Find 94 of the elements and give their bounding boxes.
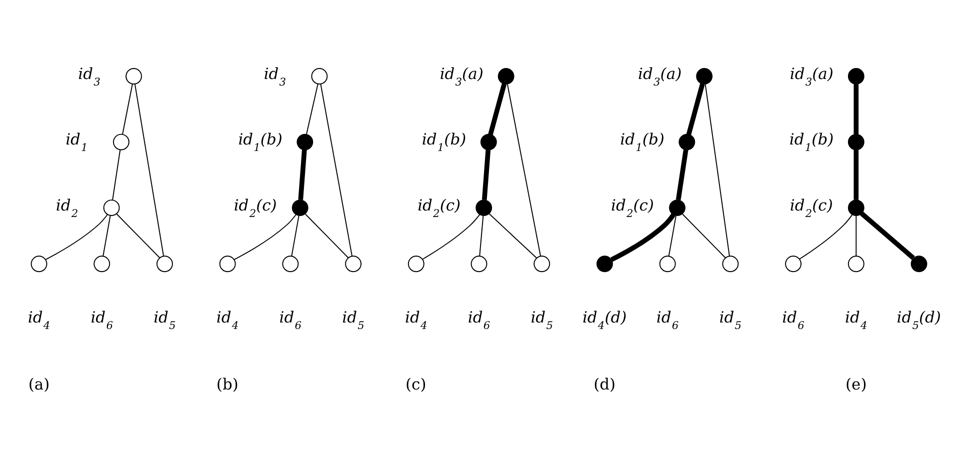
node-label: id$_{5}$ (154, 308, 176, 332)
connector (304, 214, 349, 258)
label: (a) (28, 375, 50, 394)
label: (c) (406, 375, 426, 394)
node-label: id$_{6}$ (468, 308, 490, 332)
connector (704, 84, 730, 256)
node-label: id$_{2}$(c) (234, 196, 277, 220)
node-circle (30, 256, 48, 272)
node-dot (480, 134, 497, 150)
connector (102, 215, 111, 256)
connector (134, 84, 164, 256)
node-circle (785, 256, 802, 272)
node-label: id$_{2}$ (56, 196, 78, 220)
connector (488, 213, 538, 259)
node-dot (696, 68, 713, 84)
node-label: id$_{3}$(a) (790, 64, 834, 88)
node-dot (848, 200, 864, 216)
node-dot (498, 68, 514, 84)
node-label: id$_{5}$(d) (896, 308, 941, 332)
connector (488, 83, 507, 136)
node-label: id$_{6}$ (656, 308, 679, 332)
node-circle (408, 256, 424, 272)
node-circle (534, 256, 550, 272)
connector (686, 83, 705, 136)
connector (482, 150, 491, 200)
connector (45, 214, 108, 260)
connector (122, 84, 133, 135)
node-dot (476, 200, 492, 216)
connector (291, 215, 300, 256)
node-circle (126, 68, 142, 84)
node-circle (722, 256, 739, 272)
connector (422, 214, 480, 260)
node-dot (296, 134, 314, 150)
node-circle (112, 134, 130, 150)
node-label: id$_{2}$(c) (611, 196, 654, 220)
node-label: id$_{5}$ (342, 308, 364, 332)
node-label: id$_{4}$ (28, 308, 50, 332)
node-dot (596, 256, 613, 272)
node-label: id$_{1}$(b) (789, 130, 834, 154)
node-label: id$_{4}$(d) (582, 308, 627, 332)
node-label: id$_{1}$(b) (620, 130, 664, 154)
connector (320, 84, 352, 256)
connector (116, 214, 160, 258)
label: (e) (846, 375, 867, 394)
connector (506, 84, 542, 257)
connector (682, 214, 726, 258)
node-label: id$_{2}$(c) (790, 196, 833, 220)
connector (668, 215, 676, 256)
node-label: id$_{6}$ (90, 308, 113, 332)
connector (854, 84, 859, 134)
connector (854, 150, 859, 200)
node-dot (848, 134, 864, 150)
node-label: id$_{1}$(b) (238, 130, 282, 154)
connector (856, 215, 857, 256)
connector (234, 214, 296, 260)
node-label: id$_{4}$ (405, 308, 428, 332)
connector (306, 84, 318, 135)
node-label: id$_{3}$ (78, 64, 100, 88)
node-circle (470, 256, 488, 272)
node-label: id$_{1}$ (66, 130, 88, 154)
node-label: id$_{2}$(c) (418, 196, 461, 220)
node-label: id$_{5}$ (530, 308, 553, 332)
connector (799, 214, 853, 260)
connector (610, 213, 676, 262)
connector (112, 149, 121, 200)
node-circle (659, 256, 676, 272)
node-label: id$_{1}$(b) (422, 130, 466, 154)
node-label: id$_{4}$ (216, 308, 239, 332)
connector (479, 215, 484, 256)
connector (860, 212, 915, 260)
node-dot (669, 200, 686, 216)
connector (298, 150, 307, 200)
node-circle (94, 256, 110, 272)
node-label: id$_{5}$ (719, 308, 742, 332)
node-dot (848, 68, 864, 84)
node-circle (848, 256, 864, 272)
node-circle (103, 200, 120, 216)
label: (b) (216, 375, 238, 394)
connector (676, 149, 688, 200)
node-circle (219, 256, 236, 272)
node-dot (910, 256, 928, 272)
node-label: id$_{6}$ (279, 308, 302, 332)
node-dot (678, 134, 696, 150)
node-label: id$_{3}$(a) (440, 64, 484, 88)
node-circle (311, 68, 328, 84)
node-circle (345, 256, 362, 272)
node-label: id$_{6}$ (782, 308, 804, 332)
node-dot (292, 200, 308, 216)
node-label: id$_{3}$(a) (638, 64, 682, 88)
node-label: id$_{4}$ (845, 308, 868, 332)
node-circle (156, 256, 173, 272)
node-circle (282, 256, 299, 272)
node-label: id$_{3}$ (264, 64, 286, 88)
label: (d) (594, 375, 616, 394)
